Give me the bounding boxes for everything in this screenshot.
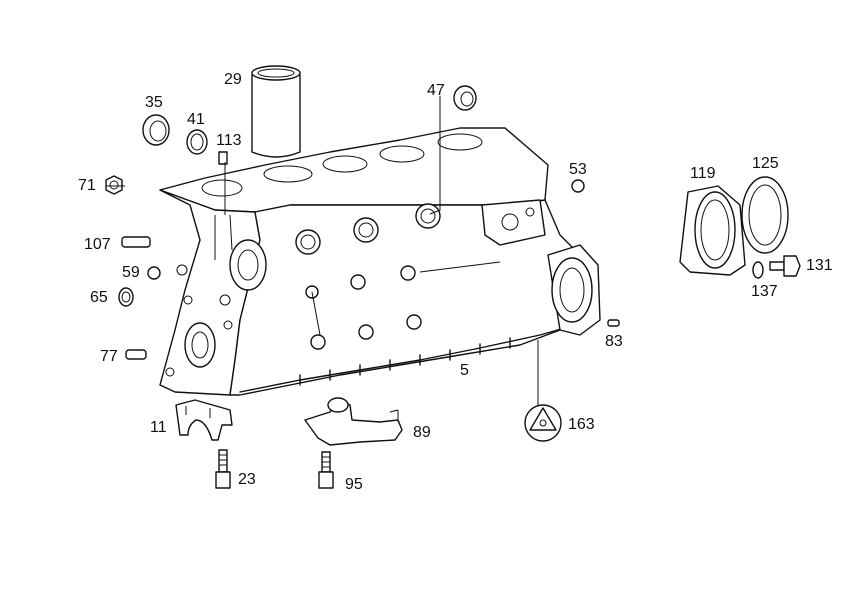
label-35: 35 (145, 94, 163, 111)
sealing-ring-part (186, 129, 208, 155)
guide-pin-part (121, 236, 151, 248)
label-59: 59 (122, 264, 140, 281)
label-83: 83 (605, 333, 623, 350)
label-107: 107 (84, 236, 111, 253)
ball-plug-part (571, 179, 585, 193)
crankshaft-seal-part (741, 176, 789, 254)
label-47: 47 (427, 82, 445, 99)
label-5: 5 (460, 362, 469, 379)
label-41: 41 (187, 111, 205, 128)
sleeve-part (118, 287, 134, 307)
label-65: 65 (90, 289, 108, 306)
bracket-bolt-part (318, 451, 334, 489)
label-11: 11 (150, 419, 167, 436)
housing-bolt-part (769, 255, 801, 277)
dowel-pin-part (218, 151, 228, 165)
label-131: 131 (806, 257, 833, 274)
label-137: 137 (751, 283, 778, 300)
label-29: 29 (224, 71, 242, 88)
washer-part (752, 261, 764, 279)
label-163: 163 (568, 416, 595, 433)
part-labels: 5 11 23 29 35 41 47 53 59 65 71 77 83 89… (78, 71, 833, 493)
cylinder-liner-part (251, 65, 301, 158)
core-plug-part (453, 85, 477, 111)
ball-part (147, 266, 161, 280)
cap-bolt-part (215, 449, 231, 489)
label-119: 119 (690, 165, 716, 182)
screw-plug-part (105, 175, 123, 195)
oil-pump-bracket-part (304, 397, 403, 446)
bearing-cap-part (175, 399, 233, 441)
cover-plate-part (524, 404, 562, 442)
label-113: 113 (216, 132, 242, 149)
label-23: 23 (238, 471, 256, 488)
dowel-sleeve-part (125, 349, 147, 360)
small-pin-part (607, 319, 620, 327)
seal-housing-part (679, 185, 746, 276)
label-95: 95 (345, 476, 363, 493)
cup-plug-part (142, 114, 170, 146)
label-125: 125 (752, 155, 779, 172)
label-53: 53 (569, 161, 587, 178)
label-77: 77 (100, 348, 118, 365)
label-89: 89 (413, 424, 431, 441)
label-71: 71 (78, 177, 96, 194)
engine-block (159, 127, 601, 396)
leader-lines (106, 96, 539, 405)
